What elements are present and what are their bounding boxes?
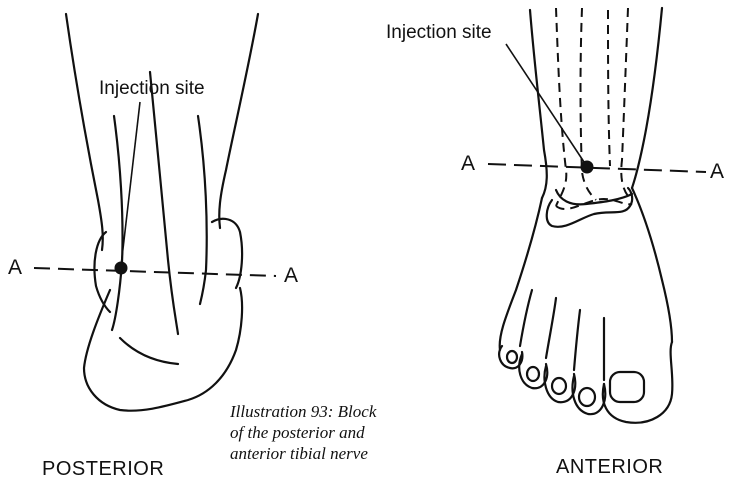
toe-2 <box>573 376 606 414</box>
anterior-leader-line <box>506 44 586 165</box>
anterior-foot-outline-right <box>632 188 672 342</box>
caption-line-2: of the posterior and <box>230 422 380 443</box>
tibia-dashed-left <box>556 8 566 206</box>
caption-line-1: Illustration 93: Block <box>230 401 380 422</box>
posterior-heel-crease <box>120 338 178 364</box>
anterior-foot-outline-left <box>500 198 542 350</box>
anterior-axis-right-label: A <box>710 160 724 184</box>
anterior-leg-right-outline <box>632 8 662 188</box>
toe-line-1 <box>520 290 532 346</box>
anterior-view-title: ANTERIOR <box>556 456 663 479</box>
toe-4 <box>519 354 547 388</box>
fibula-dashed-right <box>621 8 628 196</box>
anterior-axis-left-label: A <box>461 152 475 176</box>
anterior-injection-label: Injection site <box>386 22 492 44</box>
caption-line-3: anterior tibial nerve <box>230 443 380 464</box>
nail-3 <box>552 378 566 394</box>
toe-line-3 <box>574 310 580 370</box>
posterior-injection-label: Injection site <box>99 78 205 100</box>
toe-1-big <box>603 342 673 423</box>
toe-3 <box>545 366 576 402</box>
anterior-axis-line <box>488 164 706 172</box>
posterior-achilles-left <box>112 116 123 330</box>
posterior-leader-line <box>121 102 140 266</box>
posterior-view-title: POSTERIOR <box>42 458 164 481</box>
posterior-leg-left-outline <box>66 14 103 250</box>
posterior-heel <box>84 288 242 411</box>
posterior-tendon-inner <box>198 116 207 304</box>
figure-caption: Illustration 93: Block of the posterior … <box>230 401 380 488</box>
posterior-injection-dot <box>115 262 128 275</box>
posterior-axis-right-label: A <box>284 264 298 288</box>
anterior-leg-drawing <box>499 8 672 423</box>
anterior-injection-dot <box>581 161 594 174</box>
posterior-right-malleolus <box>212 219 242 288</box>
posterior-leg-right-outline <box>219 14 258 228</box>
posterior-achilles-right <box>150 72 178 334</box>
posterior-axis-left-label: A <box>8 256 22 280</box>
anterior-bones-dashed <box>556 8 632 209</box>
posterior-leg-drawing <box>66 14 258 411</box>
toe-line-2 <box>546 298 556 358</box>
nail-1 <box>610 372 644 402</box>
anterior-leg-left-outline <box>530 10 547 198</box>
nail-5 <box>507 351 517 363</box>
nail-4 <box>527 367 539 381</box>
fibula-dashed-left <box>608 10 610 166</box>
nail-2 <box>579 388 595 406</box>
